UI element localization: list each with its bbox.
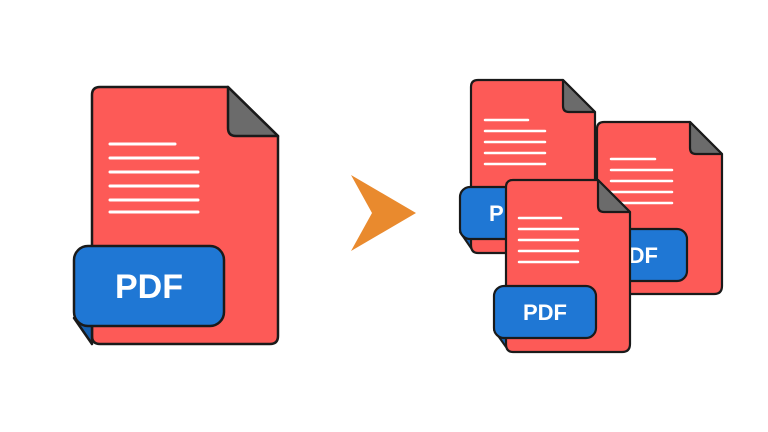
pdf-badge bbox=[72, 244, 226, 328]
text-lines bbox=[517, 216, 580, 264]
folded-corner bbox=[688, 120, 724, 156]
arrow-right-icon bbox=[351, 175, 416, 251]
text-lines bbox=[483, 118, 547, 166]
text-lines bbox=[108, 142, 200, 214]
folded-corner bbox=[596, 178, 632, 214]
folded-corner bbox=[561, 78, 597, 114]
pdf-badge-label: PDF bbox=[115, 268, 183, 306]
pdf-badge bbox=[492, 284, 598, 340]
output-pdf-file-icon: PDF bbox=[492, 178, 632, 354]
pdf-badge-label: PDF bbox=[523, 300, 567, 325]
folded-corner bbox=[226, 85, 280, 138]
source-pdf-file-icon: PDF bbox=[72, 85, 280, 346]
